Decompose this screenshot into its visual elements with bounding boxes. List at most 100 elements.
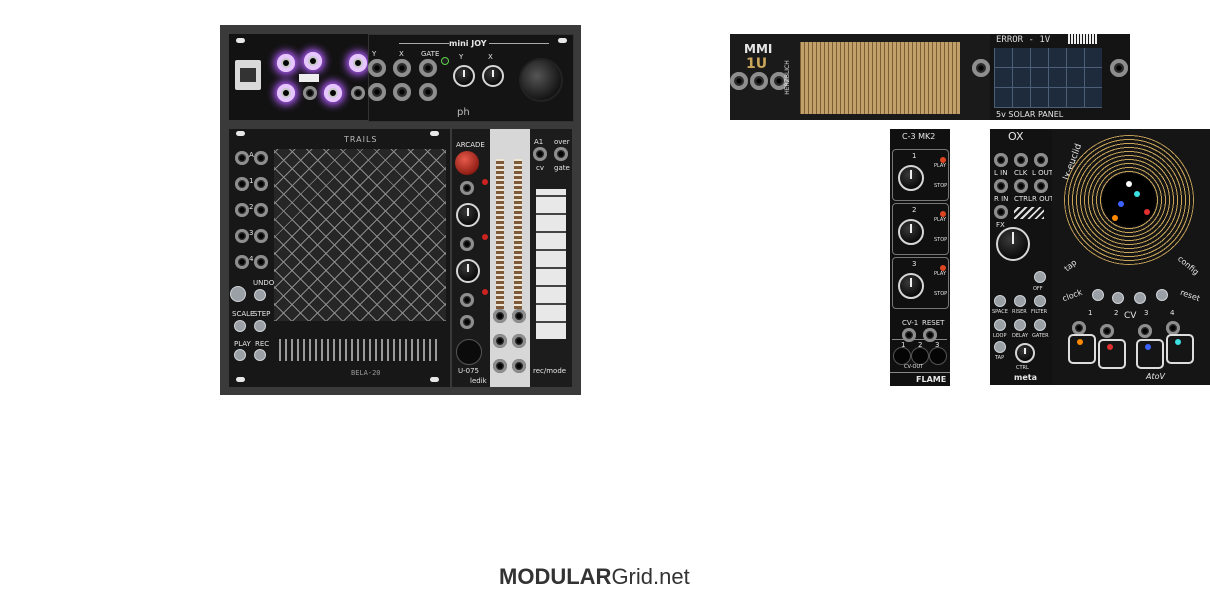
mini-joy-module[interactable]: mini JOY Y X GATE Y X ph: [368, 34, 574, 122]
trails-grid[interactable]: [274, 149, 446, 321]
step-button[interactable]: [254, 320, 266, 332]
gate-out-jack-2[interactable]: [419, 83, 437, 101]
x-out-jack-2[interactable]: [393, 83, 411, 101]
trails-jack-9[interactable]: [254, 255, 268, 269]
flame-module[interactable]: C-3 MK2 1 2 3 PLAY STOP PLAY STOP PLAY S…: [890, 129, 950, 386]
jack-small-2[interactable]: [351, 86, 365, 100]
arcade-jack-3[interactable]: [460, 293, 474, 307]
arcade-knob-2[interactable]: [456, 259, 480, 283]
flame-cv-out-jack-1[interactable]: [893, 347, 911, 365]
rec-button[interactable]: [254, 349, 266, 361]
arcade-black-button[interactable]: [456, 339, 482, 365]
meta-rin-jack[interactable]: [994, 179, 1008, 193]
led-bar-module[interactable]: [490, 129, 530, 387]
meta-lin-jack[interactable]: [994, 153, 1008, 167]
flame-reset-jack[interactable]: [923, 328, 937, 342]
euclid-button-3[interactable]: [1134, 292, 1146, 304]
trails-jack-4[interactable]: [235, 255, 249, 269]
led-bar-jack-2[interactable]: [512, 309, 526, 323]
y-out-jack-2[interactable]: [368, 83, 386, 101]
undo-button[interactable]: [254, 289, 266, 301]
arcade-knob-1[interactable]: [456, 203, 480, 227]
trails-jack-1[interactable]: [235, 177, 249, 191]
led-bar-jack-4[interactable]: [512, 334, 526, 348]
trails-jack-7[interactable]: [254, 203, 268, 217]
mmi-jack-1[interactable]: [730, 72, 748, 90]
rec-gate-jack[interactable]: [554, 147, 568, 161]
led-jack-2[interactable]: [304, 52, 322, 70]
euclid-ring[interactable]: [1064, 135, 1194, 265]
solar-jack-left[interactable]: [972, 59, 990, 77]
meta-module[interactable]: OX L IN CLK L OUT R IN CTRL R OUT FX OFF…: [990, 129, 1054, 385]
led-jack-3[interactable]: [349, 54, 367, 72]
meta-rout-jack[interactable]: [1034, 179, 1048, 193]
scale-button[interactable]: [234, 320, 246, 332]
mmi-jack-2[interactable]: [750, 72, 768, 90]
euclid-cv-jack-2[interactable]: [1100, 324, 1114, 338]
euclid-cv-jack-4[interactable]: [1166, 321, 1180, 335]
trails-touch-strip[interactable]: [279, 339, 439, 361]
euclid-out-pad-3[interactable]: [1136, 339, 1164, 369]
led-bar-jack-6[interactable]: [512, 359, 526, 373]
arcade-jack-2[interactable]: [460, 237, 474, 251]
solar-jack-right[interactable]: [1110, 59, 1128, 77]
flame-cv1-jack[interactable]: [902, 328, 916, 342]
flame-cv-out-jack-3[interactable]: [929, 347, 947, 365]
x-range-knob[interactable]: [482, 65, 504, 87]
meta-fx-jack[interactable]: [994, 205, 1008, 219]
euclid-out-pad-1[interactable]: [1068, 334, 1096, 364]
ethernet-port[interactable]: [235, 60, 261, 90]
euclid-cv-jack-1[interactable]: [1072, 321, 1086, 335]
euclid-button-2[interactable]: [1112, 292, 1124, 304]
meta-ctrl-jack[interactable]: [1014, 179, 1028, 193]
meta-big-knob[interactable]: [996, 227, 1030, 261]
modulargrid-logo[interactable]: MODULARGrid.net: [499, 564, 690, 590]
meta-tap-button[interactable]: [994, 341, 1006, 353]
y-range-knob[interactable]: [453, 65, 475, 87]
meta-delay-button[interactable]: [1014, 319, 1026, 331]
trails-jack-2[interactable]: [235, 203, 249, 217]
rec-mode-module[interactable]: A1 over cv gate rec/mode: [530, 129, 572, 387]
meta-filter-button[interactable]: [1034, 295, 1046, 307]
euclid-cv-jack-3[interactable]: [1138, 324, 1152, 338]
trails-module[interactable]: TRAILS A 1 2 3 4 UNDO SCALE STEP PLAY RE…: [229, 129, 450, 387]
flame-cv-out-jack-2[interactable]: [911, 347, 929, 365]
meta-riser-button[interactable]: [1014, 295, 1026, 307]
led-bar-jack-3[interactable]: [493, 334, 507, 348]
x-out-jack[interactable]: [393, 59, 411, 77]
jack-small-1[interactable]: [303, 86, 317, 100]
flame-knob-1[interactable]: [898, 165, 924, 191]
trails-jack-a[interactable]: [235, 151, 249, 165]
led-bar-jack-5[interactable]: [493, 359, 507, 373]
solar-module[interactable]: ERROR - 1V 5v SOLAR PANEL: [972, 34, 1130, 120]
rec-cv-jack[interactable]: [533, 147, 547, 161]
y-out-jack[interactable]: [368, 59, 386, 77]
flame-knob-2[interactable]: [898, 219, 924, 245]
meta-lout-jack[interactable]: [1034, 153, 1048, 167]
rec-key-strip[interactable]: [536, 189, 566, 339]
arcade-red-button[interactable]: [455, 151, 479, 175]
euclid-button-4[interactable]: [1156, 289, 1168, 301]
euclid-button-1[interactable]: [1092, 289, 1104, 301]
arcade-jack-4[interactable]: [460, 315, 474, 329]
meta-space-button[interactable]: [994, 295, 1006, 307]
ethernet-module[interactable]: [229, 34, 374, 120]
led-jack-1[interactable]: [277, 54, 295, 72]
mmi-touch-plate[interactable]: [800, 42, 960, 114]
trails-side-button[interactable]: [230, 286, 246, 302]
trails-jack-3[interactable]: [235, 229, 249, 243]
led-jack-5[interactable]: [324, 84, 342, 102]
trails-jack-8[interactable]: [254, 229, 268, 243]
meta-loop-button[interactable]: [994, 319, 1006, 331]
led-jack-4[interactable]: [277, 84, 295, 102]
meta-gater-button[interactable]: [1034, 319, 1046, 331]
euclid-out-pad-4[interactable]: [1166, 334, 1194, 364]
meta-clk-jack[interactable]: [1014, 153, 1028, 167]
trails-jack-5[interactable]: [254, 151, 268, 165]
mmi-module[interactable]: MMI 1U HERZBLICH: [730, 34, 990, 120]
trails-jack-6[interactable]: [254, 177, 268, 191]
gate-out-jack[interactable]: [419, 59, 437, 77]
arcade-jack-1[interactable]: [460, 181, 474, 195]
play-button[interactable]: [234, 349, 246, 361]
euclid-module[interactable]: lx-euclid tap config clock reset 1 2 CV …: [1052, 129, 1210, 385]
